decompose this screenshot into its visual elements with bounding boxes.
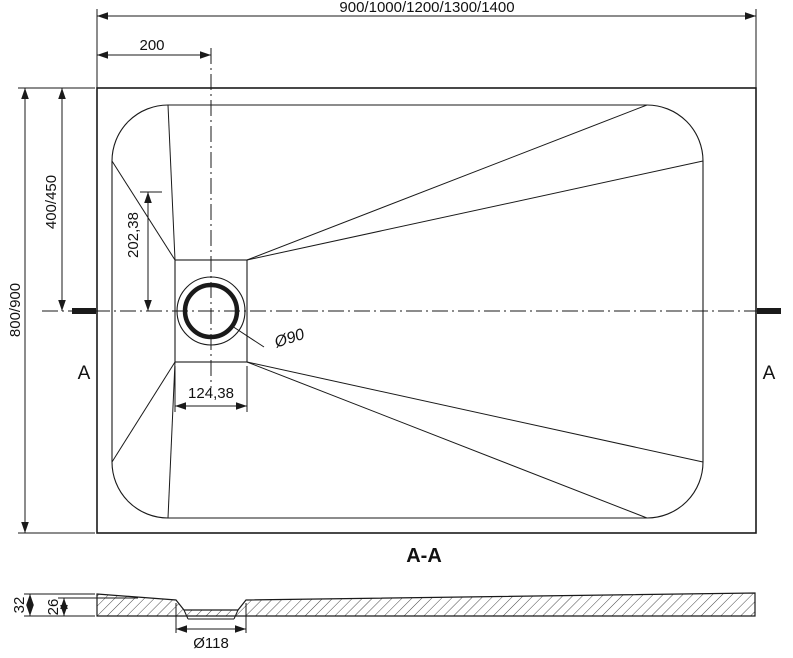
leader-drain-diameter [231,325,265,348]
dim-drain-offset-label: 200 [139,37,164,54]
dim-overall-depth-label: 800/900 [7,283,24,337]
dim-drain-plate-width-label: 124,38 [188,385,234,402]
top-view [42,48,781,534]
waste-outline [183,609,189,620]
slope-line [246,361,648,519]
slope-line [111,160,176,261]
dim-total-height [24,593,95,617]
section-letter-left: A [78,363,91,384]
slope-line [246,160,704,261]
drain-diameter-label: Ø90 [272,326,307,352]
section-view-title: A-A [406,545,442,567]
slope-line [167,361,176,519]
slope-line [111,361,176,463]
dim-overall-depth [18,87,95,534]
section-profile [96,592,756,617]
dim-half-depth-label: 400/450 [43,175,60,229]
dim-drain-plate-height-label: 202,38 [125,212,142,258]
slope-line [246,104,648,261]
slope-line [167,104,176,261]
dim-overall-width-label: 900/1000/1200/1300/1400 [339,0,514,16]
waste-outline [233,609,239,620]
section-letter-right: A [763,363,776,384]
dim-waste-diameter [175,603,247,633]
dim-total-height-label: 32 [11,597,28,614]
dim-drain-plate-height [140,191,162,311]
dim-edge-height-label: 26 [45,599,62,616]
leader-line [231,325,265,348]
dim-edge-height [58,597,138,616]
dim-drain-plate-width [174,366,248,412]
section-view [96,592,756,620]
slope-line [246,361,704,463]
dim-waste-diameter-label: Ø118 [193,635,229,652]
dim-overall-width [96,9,757,88]
